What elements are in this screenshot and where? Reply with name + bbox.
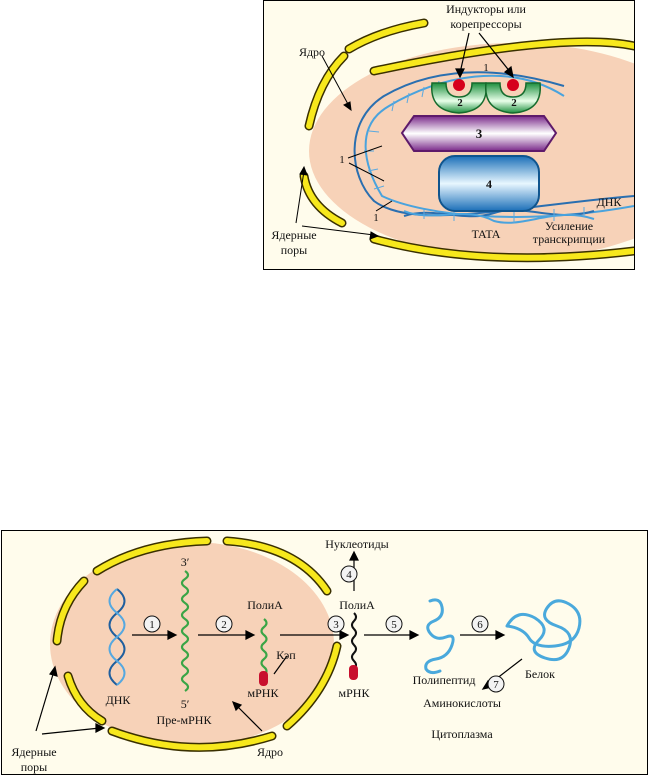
label-5-prime: 5′ xyxy=(181,697,190,711)
step-7: 7 xyxy=(493,679,499,691)
bottom-diagram-panel: 1 2 3 4 5 6 7 Нуклеотиды ПолиА ПолиА Кэп… xyxy=(1,530,648,775)
label-pores-bottom-line2: поры xyxy=(21,760,47,774)
tfiid-complex xyxy=(438,155,540,212)
step-5: 5 xyxy=(391,619,397,631)
number-4: 4 xyxy=(486,177,492,191)
label-tata: TATA xyxy=(472,227,501,241)
step-2: 2 xyxy=(221,619,227,631)
label-mrna-outer: мРНК xyxy=(339,686,371,700)
label-nuclear-pores-line1: Ядерные xyxy=(271,228,316,242)
nucleus-arrow xyxy=(321,55,352,112)
cap-outer xyxy=(349,665,358,680)
marker-ticks xyxy=(347,145,393,212)
label-nucleus-bottom: Ядро xyxy=(257,745,283,759)
label-protein: Белок xyxy=(525,667,555,681)
number-2-left: 2 xyxy=(457,97,463,109)
label-polypeptide: Полипептид xyxy=(413,673,476,687)
process-arrows xyxy=(35,550,523,735)
dna-helix-bottom xyxy=(108,588,126,686)
mediator-complex xyxy=(400,115,558,152)
mrna-strand-nucleus xyxy=(260,618,268,676)
bottom-labels: Нуклеотиды ПолиА ПолиА Кэп мРНК мРНК ДНК… xyxy=(11,537,555,774)
number-1-bottom: 1 xyxy=(373,212,379,224)
label-nuclear-pores-line2: поры xyxy=(281,243,307,257)
pre-mrna-strand xyxy=(180,570,190,692)
label-enhancement-line2: транскрипции xyxy=(533,232,606,246)
label-corepressors: корепрессоры xyxy=(450,17,521,31)
step-3: 3 xyxy=(333,619,339,631)
label-nucleotides: Нуклеотиды xyxy=(325,537,389,551)
label-polya-outer: ПолиА xyxy=(339,598,375,612)
activator-right xyxy=(485,79,541,114)
polypeptide-chain xyxy=(424,598,455,675)
step-4: 4 xyxy=(346,569,352,581)
bottom-diagram-svg: 1 2 3 4 5 6 7 Нуклеотиды ПолиА ПолиА Кэп… xyxy=(11,536,582,774)
label-cap: Кэп xyxy=(276,648,296,662)
top-diagram-panel: Индукторы или корепрессоры Ядро Ядерные … xyxy=(263,0,635,270)
number-3: 3 xyxy=(476,126,483,141)
label-3-prime: 3′ xyxy=(181,555,190,569)
cap-inner xyxy=(259,671,268,686)
nuclear-envelope-fill xyxy=(301,20,634,261)
label-mrna-inner: мРНК xyxy=(248,686,280,700)
label-amino-acids: Аминокислоты xyxy=(423,696,501,710)
step-numbers: 1 2 3 4 5 6 7 xyxy=(149,569,499,691)
label-dna-bottom: ДНК xyxy=(106,693,132,707)
protein-folded xyxy=(505,599,582,662)
nuclear-envelope-bottom-fill xyxy=(54,538,340,751)
label-dna: ДНК xyxy=(597,195,623,209)
top-diagram-svg: Индукторы или корепрессоры Ядро Ядерные … xyxy=(271,2,634,263)
label-polya-inner: ПолиА xyxy=(247,598,283,612)
number-1-top: 1 xyxy=(483,62,489,74)
dna-rungs xyxy=(364,80,585,223)
label-pre-mrna: Пре-мРНК xyxy=(157,713,213,727)
step-6: 6 xyxy=(477,619,483,631)
mrna-strand-cytoplasm xyxy=(351,612,357,670)
label-cytoplasm: Цитоплазма xyxy=(431,727,493,741)
inducer-dot-left xyxy=(453,79,465,91)
number-2-right: 2 xyxy=(511,97,517,109)
number-1-side: 1 xyxy=(339,154,345,166)
inducer-dot-right xyxy=(507,79,519,91)
inducer-arrows xyxy=(455,32,514,79)
activator-left xyxy=(431,79,487,114)
label-nucleus: Ядро xyxy=(299,45,325,59)
label-inducers: Индукторы или xyxy=(446,2,526,16)
step-circles xyxy=(143,565,505,693)
label-pores-bottom-line1: Ядерные xyxy=(11,745,56,759)
pore-arrows xyxy=(295,165,380,240)
step-1: 1 xyxy=(149,619,155,631)
label-enhancement-line1: Усиление xyxy=(545,219,593,233)
